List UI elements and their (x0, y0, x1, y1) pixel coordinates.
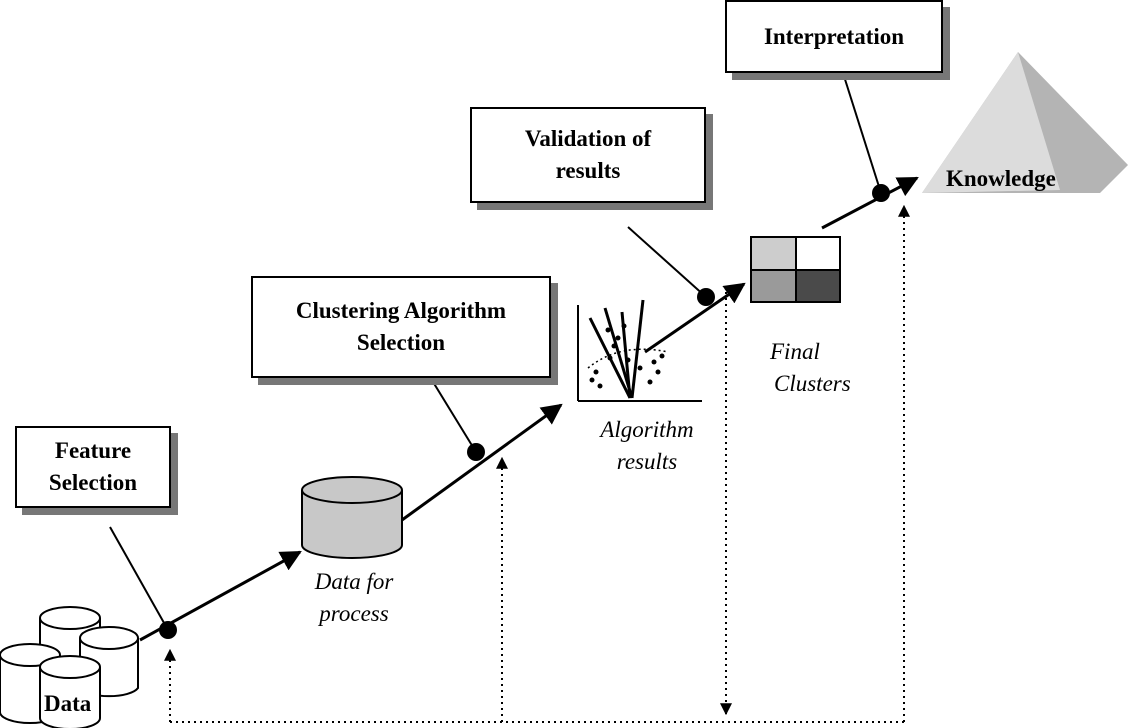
algorithm-results-line-2: results (616, 449, 678, 474)
interpretation-box: Interpretation (725, 0, 943, 73)
interpretation-label: Interpretation (763, 23, 905, 49)
clustering-algorithm-selection-box: Clustering Algorithm Selection (251, 276, 551, 378)
clustering-selection-line-1: Clustering Algorithm (295, 298, 507, 323)
validation-of-results-box: Validation of results (470, 107, 706, 203)
feature-selection-line-1: Feature (54, 438, 132, 463)
final-clusters-grid-icon (750, 236, 841, 303)
knowledge-label: Knowledge (946, 166, 1056, 191)
feature-selection-line-2: Selection (48, 470, 138, 495)
feature-selection-box: Feature Selection (15, 426, 171, 508)
algorithm-results-plot-icon (577, 299, 702, 402)
data-cylinders-icon (0, 606, 139, 728)
final-clusters-line-1: Final (770, 339, 820, 364)
step-pointer-lines (109, 72, 882, 631)
clustering-selection-line-2: Selection (356, 330, 446, 355)
final-clusters-label: Final Clusters (770, 336, 851, 400)
final-clusters-line-2: Clusters (774, 371, 851, 396)
algorithm-results-line-1: Algorithm (600, 417, 694, 442)
data-label: Data (44, 691, 92, 716)
validation-line-2: results (555, 158, 621, 183)
data-for-process-line-1: Data for (314, 569, 394, 594)
data-for-process-cylinder-icon (301, 476, 403, 559)
knowledge-pyramid-icon (922, 52, 1128, 193)
algorithm-results-label: Algorithm results (580, 414, 714, 478)
data-for-process-label: Data for process (292, 566, 416, 630)
step-dots (159, 184, 890, 639)
data-for-process-line-2: process (319, 601, 389, 626)
feedback-loop-lines (164, 204, 910, 723)
validation-line-1: Validation of (524, 126, 652, 151)
